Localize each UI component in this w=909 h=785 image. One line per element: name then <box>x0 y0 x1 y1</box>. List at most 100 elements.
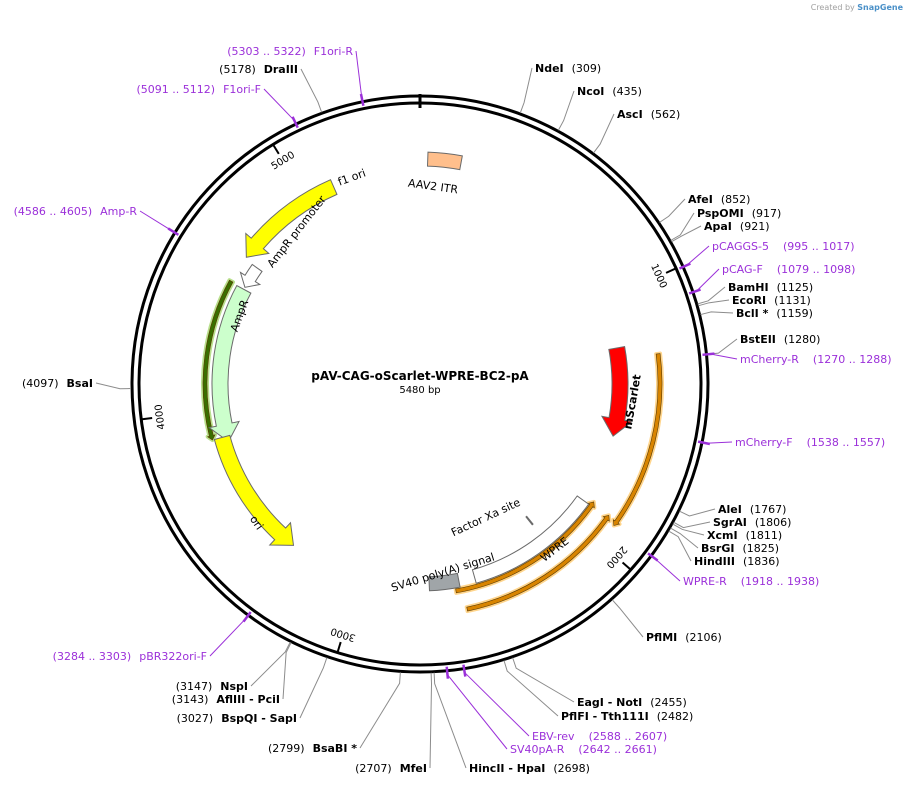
site-leader-line <box>611 599 644 638</box>
site-name: AflIII - PciI <box>216 693 280 706</box>
site-name: BsaBI * <box>313 742 358 755</box>
primer-name: mCherry-R <box>740 353 799 366</box>
feature-label: AAV2 ITR <box>407 177 459 197</box>
feature-f1-ori <box>245 179 338 258</box>
site-name: SgrAI <box>713 516 747 529</box>
tick-label: 5000 <box>270 150 297 173</box>
tick-mark <box>621 561 632 571</box>
site-leader-line <box>95 382 132 390</box>
feature-sv40-poly-a-signal <box>428 572 461 592</box>
primer-label-amp-r: (4586 .. 4605)Amp-R <box>14 205 138 218</box>
primer-label-f1ori-f: (5091 .. 5112)F1ori-F <box>137 83 262 96</box>
primer-marker <box>291 116 299 129</box>
primer-marker <box>445 666 450 679</box>
site-name: BstEII <box>740 333 776 346</box>
site-label-ndei: NdeI(309) <box>535 62 601 75</box>
primer-label-sv40pa-r: SV40pA-R(2642 .. 2661) <box>510 743 657 756</box>
site-label-bsai: (4097)BsaI <box>22 377 93 390</box>
primer-leader-line <box>263 88 295 121</box>
site-position: (2707) <box>355 762 392 775</box>
primer-arc <box>202 279 234 441</box>
site-label-bamhi: BamHI(1125) <box>728 281 813 294</box>
site-position: (1131) <box>774 294 811 307</box>
feature-wpre <box>471 495 590 584</box>
site-leader-line <box>512 657 575 703</box>
primer-label-wpre-r: WPRE-R(1918 .. 1938) <box>683 575 819 588</box>
site-label-pflfi-tth111i: PflFI - Tth111I(2482) <box>561 710 693 723</box>
primer-name: Amp-R <box>100 205 137 218</box>
primer-arc <box>612 353 663 526</box>
primer-label-pcag-f: pCAG-F (1079 .. 1098) <box>722 263 855 276</box>
primer-range: (1538 .. 1557) <box>807 436 886 449</box>
feature-ori <box>213 434 295 546</box>
site-position: (2698) <box>553 762 590 775</box>
site-leader-line <box>429 672 433 769</box>
site-position: (1767) <box>750 503 787 516</box>
plasmid-name: pAV-CAG-oScarlet-WPRE-BC2-pA <box>311 369 529 383</box>
site-name: EcoRI <box>732 294 766 307</box>
tick-label: 1000 <box>648 262 669 290</box>
site-leader-line <box>668 530 692 562</box>
site-leader-line <box>707 338 738 355</box>
primer-range: (995 .. 1017) <box>783 240 855 253</box>
primer-label-pbr322ori-f: (3284 .. 3303)pBR322ori-F <box>53 650 207 663</box>
site-label-pflmi: PflMI(2106) <box>646 631 722 644</box>
primer-label-mcherry-f: mCherry-F(1538 .. 1557) <box>735 436 885 449</box>
primer-label-f1ori-r: (5303 .. 5322)F1ori-R <box>227 45 353 58</box>
site-leader-line <box>670 527 699 549</box>
primer-arc <box>466 514 610 612</box>
site-position: (1806) <box>755 516 792 529</box>
site-label-hincii-hpai: HincII - HpaI (2698) <box>469 762 590 775</box>
site-label-sgrai: SgrAI (1806) <box>713 516 791 529</box>
snapgene-logo: SnapGene <box>857 3 903 12</box>
site-position: (917) <box>752 207 782 220</box>
site-leader-lines <box>95 67 738 769</box>
site-label-ncoi: NcoI(435) <box>577 85 642 98</box>
site-leader-line <box>593 113 615 154</box>
site-label-hindiii: HindIII(1836) <box>694 555 780 568</box>
site-position: (3027) <box>177 712 214 725</box>
site-name: PflMI <box>646 631 677 644</box>
primer-name: pCAG-F <box>722 263 763 276</box>
primer-range: (5303 .. 5322) <box>227 45 306 58</box>
site-label-pspomi: PspOMI(917) <box>697 207 781 220</box>
site-name: AleI <box>718 503 742 516</box>
plasmid-backbone <box>130 94 710 674</box>
tick-mark <box>141 416 153 421</box>
site-name: MfeI <box>400 762 427 775</box>
site-leader-line <box>697 286 726 305</box>
primer-leader-line <box>710 353 738 360</box>
primer-leader-line <box>447 674 508 750</box>
site-leader-line <box>433 672 467 769</box>
site-position: (2455) <box>650 696 687 709</box>
site-position: (921) <box>740 220 770 233</box>
site-position: (562) <box>651 108 681 121</box>
feature-label: Factor Xa site <box>449 496 523 539</box>
site-position: (852) <box>721 193 751 206</box>
site-position: (4097) <box>22 377 59 390</box>
primer-marker <box>678 262 691 270</box>
site-leader-line <box>698 299 730 307</box>
site-label-xcmi: XcmI(1811) <box>707 529 782 542</box>
primer-label-ebv-rev: EBV-rev(2588 .. 2607) <box>532 730 667 743</box>
site-label-afei: AfeI (852) <box>688 193 750 206</box>
site-leader-line <box>672 523 705 536</box>
site-name: EagI - NotI <box>577 696 642 709</box>
site-position: (1280) <box>784 333 821 346</box>
site-position: (1825) <box>742 542 779 555</box>
primer-marker <box>462 664 467 677</box>
site-position: (5178) <box>219 63 256 76</box>
primer-range: (1918 .. 1938) <box>741 575 820 588</box>
site-leader-line <box>673 521 711 529</box>
primer-leader-line <box>705 441 733 444</box>
tick-mark <box>665 267 677 274</box>
primer-leader-line <box>654 557 681 582</box>
site-name: HincII - HpaI <box>469 762 545 775</box>
site-leader-line <box>300 68 323 113</box>
site-position: (3147) <box>176 680 213 693</box>
site-position: (1159) <box>776 307 813 320</box>
primer-range: (1079 .. 1098) <box>777 263 856 276</box>
site-label-apai: ApaI(921) <box>704 220 770 233</box>
primer-range: (2588 .. 2607) <box>589 730 668 743</box>
site-name: AfeI <box>688 193 713 206</box>
